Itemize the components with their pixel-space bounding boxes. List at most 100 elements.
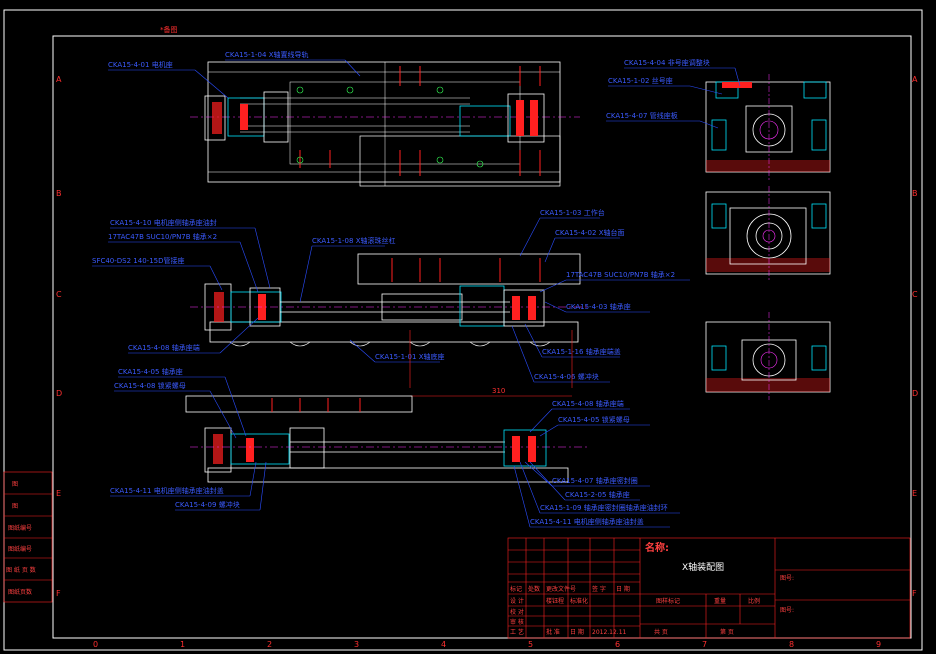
date-value: 2012.12.11 — [592, 629, 627, 636]
rev-count: 处数 — [528, 585, 540, 593]
col-labels-bottom: 0 1 2 3 4 5 6 7 8 9 — [53, 637, 911, 649]
drawing-no-label: 图号: — [780, 575, 794, 582]
label-sec-2: CKA15-1-02 丝号座 — [608, 76, 673, 85]
col-label-2: 2 — [267, 640, 272, 649]
label-mid-9: CKA15-4-08 轴承座端 — [128, 343, 200, 352]
row-label-f: F — [56, 589, 61, 598]
row-label-a: A — [56, 75, 62, 84]
label-low-2: CKA15-4-08 锁紧螺母 — [114, 381, 186, 390]
designer-label: 设 计 — [510, 597, 524, 605]
rev-mark: 标记 — [510, 585, 522, 593]
label-low-7: CKA15-4-07 轴承座密封圈 — [552, 476, 638, 485]
label-low-5: CKA15-4-11 电机座侧轴承座油封盖 — [110, 486, 224, 495]
row-label-a-right: A — [912, 75, 918, 84]
lower-view — [185, 395, 590, 483]
label-low-9: CKA15-1-09 轴承座密封圈轴承座油封环 — [540, 503, 668, 512]
review-label: 审 核 — [510, 618, 524, 626]
col-label-8: 8 — [789, 640, 794, 649]
weight-label: 重量 — [714, 597, 726, 605]
col-label-6: 6 — [615, 640, 620, 649]
row-label-e: E — [56, 489, 61, 498]
approve-label: 批 准 — [546, 628, 560, 636]
lower-leaders — [110, 376, 680, 528]
label-low-1: CKA15-4-05 轴承座 — [118, 367, 183, 376]
label-low-4: CKA15-4-05 锁紧螺母 — [558, 415, 630, 424]
label-top-1: CKA15-4-01 电机座 — [108, 60, 173, 69]
col-label-3: 3 — [354, 640, 359, 649]
sheet-number: 第 页 — [720, 628, 734, 636]
label-mid-12: CKA15-4-06 螺冲块 — [534, 372, 599, 381]
col-label-0: 0 — [93, 640, 98, 649]
drawing-no-label-2: 图号: — [780, 607, 794, 614]
rev-date: 日 期 — [616, 585, 630, 593]
middle-leaders — [92, 217, 690, 383]
label-sec-1: CKA15-4-04 非号座调整块 — [624, 58, 710, 67]
label-sec-3: CKA15-4-07 管线座板 — [606, 111, 678, 120]
row-label-f-right: F — [912, 589, 917, 598]
strip-cell-1: 图 — [12, 481, 18, 488]
row-label-c-right: C — [912, 290, 918, 299]
section-view-b — [705, 186, 831, 282]
label-mid-8: CKA15-4-03 轴承座 — [566, 302, 631, 311]
row-label-c: C — [56, 290, 62, 299]
row-label-b-right: B — [912, 189, 918, 198]
label-top-2: CKA15-1-04 X轴置线导轨 — [225, 50, 308, 59]
row-label-d-right: D — [912, 389, 918, 398]
label-mid-3: SFC40-DS2 140-15D管接座 — [92, 256, 185, 265]
left-strip-text: 图 图 图纸编号 图纸编号 图 纸 页 数 图纸页数 — [6, 481, 36, 596]
label-low-6: CKA15-4-09 螺冲块 — [175, 500, 240, 509]
left-strip-table — [3, 471, 53, 603]
dimension-value: 310 — [492, 387, 505, 395]
row-label-b: B — [56, 189, 62, 198]
label-low-3: CKA15-4-08 轴承座端 — [552, 399, 624, 408]
scale-label: 比例 — [748, 597, 760, 605]
col-label-5: 5 — [528, 640, 533, 649]
outer-frame — [3, 9, 923, 651]
std-label: 标准化 — [570, 597, 588, 605]
row-labels-right: A B C D E F — [912, 75, 918, 598]
process-label: 工 艺 — [510, 628, 524, 636]
label-low-10: CKA15-4-11 电机座侧轴承座油封盖 — [530, 517, 644, 526]
corner-mark: *备图 — [160, 25, 178, 34]
strip-cell-3: 图纸编号 — [8, 524, 32, 532]
strip-cell-6: 图纸页数 — [8, 588, 32, 596]
rev-doc: 更改文件号 — [546, 585, 576, 593]
dimension-310 — [409, 330, 573, 397]
label-mid-11: CKA15-1-16 轴承座端盖 — [542, 347, 621, 356]
row-labels-left: A B C D E F — [56, 75, 62, 598]
col-label-7: 7 — [702, 640, 707, 649]
check-label: 校 对 — [510, 608, 524, 616]
strip-cell-2: 图 — [12, 503, 18, 510]
section-view-a — [705, 74, 831, 182]
date-label: 日 期 — [570, 628, 584, 636]
revision-row: 标记 处数 更改文件号 签 字 日 期 — [510, 585, 630, 593]
col-label-1: 1 — [180, 640, 185, 649]
col-label-9: 9 — [876, 640, 881, 649]
label-mid-4: CKA15-1-08 X轴滚珠丝杠 — [312, 236, 395, 245]
drawing-title: X轴装配图 — [682, 561, 724, 573]
row-label-d: D — [56, 389, 62, 398]
sheets-total: 共 页 — [654, 628, 668, 636]
label-low-8: CKA15-2-05 轴承座 — [565, 490, 630, 499]
top-view-leaders — [108, 59, 361, 99]
middle-view — [190, 253, 590, 347]
row-label-e-right: E — [912, 489, 917, 498]
mark-label: 图样标记 — [656, 597, 680, 605]
label-mid-5: CKA15-1-03 工作台 — [540, 208, 605, 217]
inner-frame — [52, 35, 912, 639]
label-mid-1: CKA15-4-10 电机座侧轴承座油封 — [110, 218, 217, 227]
section-view-c — [705, 312, 831, 400]
label-mid-7: 17TAC47B SUC10/PN7B 轴承×2 — [566, 270, 675, 279]
top-view — [190, 61, 580, 187]
strip-cell-5: 图 纸 页 数 — [6, 566, 36, 574]
designer-value: 楼钰程 — [546, 597, 564, 605]
label-mid-6: CKA15-4-02 X轴台面 — [555, 228, 624, 237]
section-leaders — [606, 67, 741, 129]
col-label-4: 4 — [441, 640, 446, 649]
label-mid-2: 17TAC47B SUC10/PN7B 轴承×2 — [108, 232, 217, 241]
strip-cell-4: 图纸编号 — [8, 545, 32, 553]
rev-sign: 签 字 — [592, 585, 606, 593]
title-name-label: 名称: — [645, 541, 669, 554]
